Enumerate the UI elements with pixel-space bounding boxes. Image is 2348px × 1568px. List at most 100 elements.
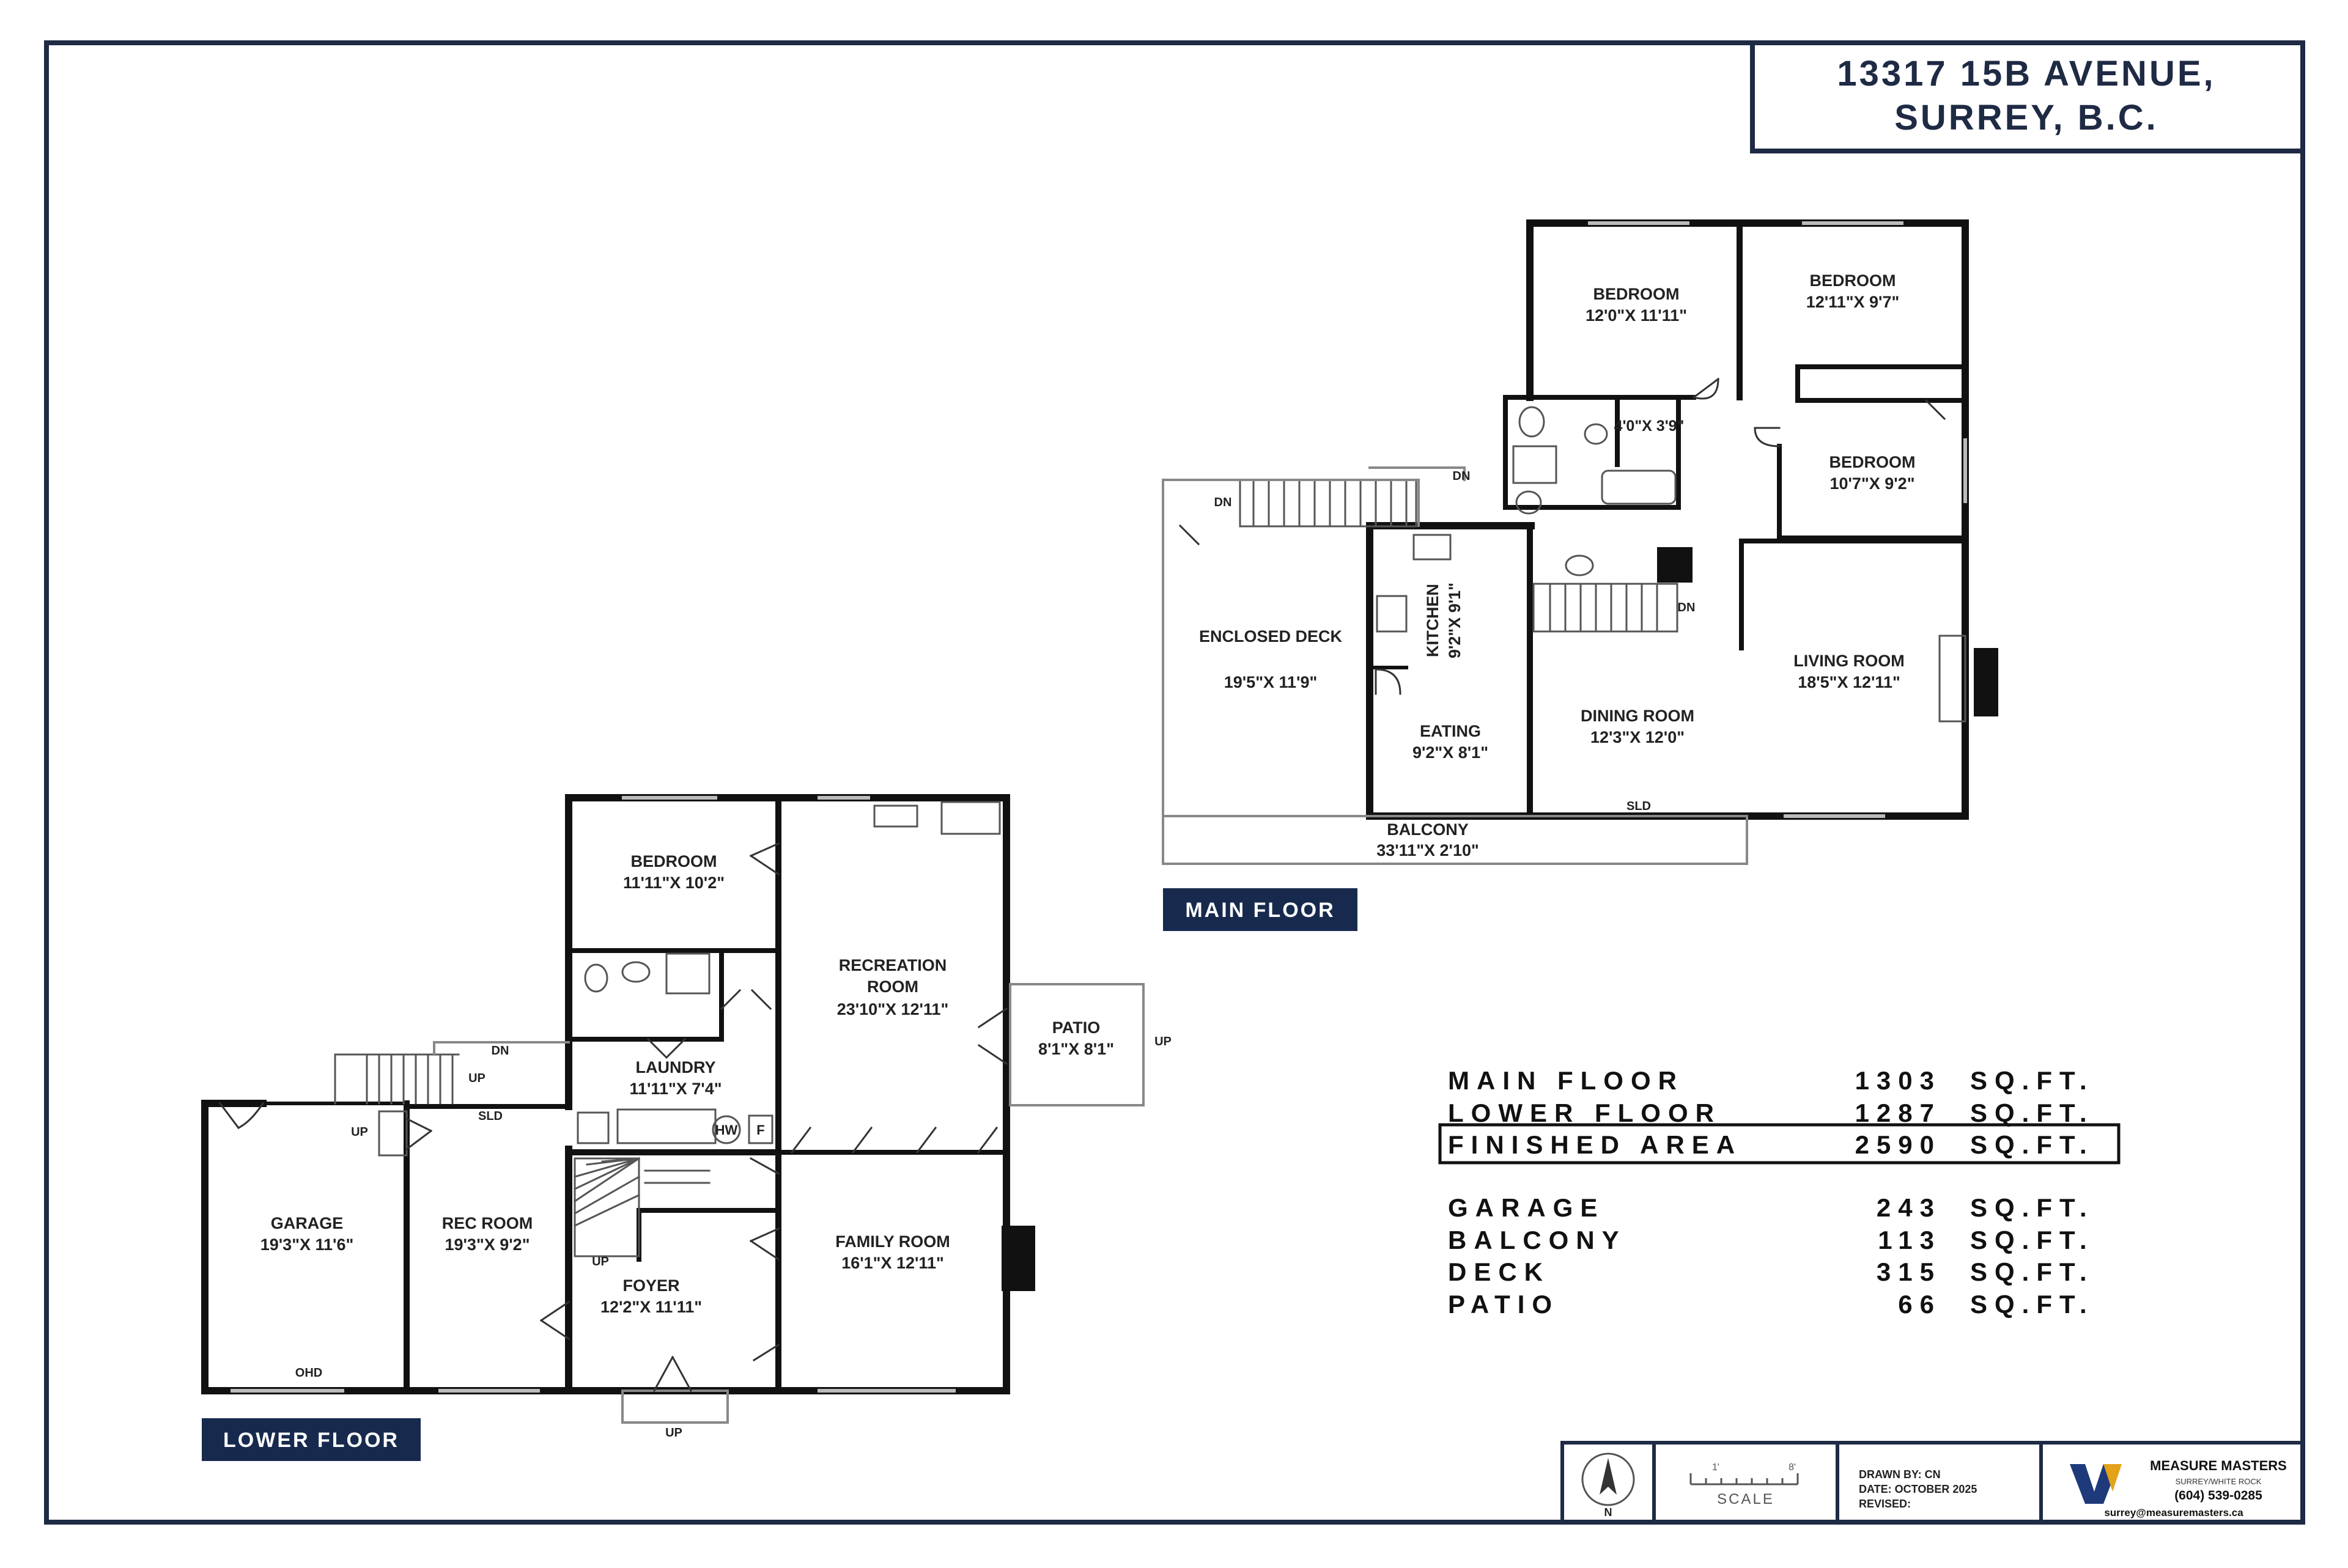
- main-kitchen-sink-box: [1412, 534, 1452, 561]
- lower-bar-sink: [873, 804, 918, 828]
- lower-floor-plan: [201, 794, 1145, 1424]
- lower-furnace: [748, 1114, 773, 1144]
- address-line-1: 13317 15B AVENUE,: [1837, 54, 2215, 94]
- area-row-5-value: 315: [1877, 1257, 1941, 1286]
- main-balcony-outline: [1162, 815, 1748, 865]
- lower-wall-north: [565, 794, 1010, 1394]
- lower-toilet: [584, 963, 608, 993]
- lower-room-recreation-name-2: ROOM: [867, 977, 918, 996]
- finished-area-highlight-box: [1438, 1123, 2121, 1165]
- company-email: surrey@measuremasters.ca: [2104, 1507, 2243, 1518]
- main-chimney-small: [1657, 547, 1693, 583]
- main-room-eating-size: 9'2"X 8'1": [1412, 743, 1488, 762]
- area-row-3-value: 243: [1877, 1193, 1941, 1222]
- main-floor-label: MAIN FLOOR: [1185, 899, 1335, 922]
- lower-hot-water-tank: [712, 1115, 741, 1144]
- main-toilet: [1518, 406, 1545, 438]
- lower-wall-garage: [201, 1100, 572, 1394]
- main-wall-bath: [1503, 395, 1681, 510]
- lower-room-laundry-size: 11'11"X 7'4": [629, 1080, 722, 1098]
- main-room-bedroom-2-name: BEDROOM: [1810, 271, 1896, 290]
- main-room-closet-size: 4'0"X 3'9": [1614, 418, 1685, 435]
- sheet-border: [44, 40, 2305, 1525]
- main-fireplace: [1974, 648, 1998, 716]
- area-row-3-unit: SQ.FT.: [1970, 1193, 2094, 1222]
- lower-room-rec-size: 19'3"X 9'2": [445, 1235, 530, 1254]
- main-hearth: [1938, 635, 1966, 723]
- area-row-6-value: 66: [1898, 1290, 1941, 1319]
- main-room-bedroom-1-name: BEDROOM: [1593, 285, 1680, 303]
- lower-room-garage-size: 19'3"X 11'6": [260, 1235, 354, 1254]
- area-row-0-label: MAIN FLOOR: [1448, 1066, 1684, 1095]
- main-floor-label-badge: MAIN FLOOR: [1163, 888, 1357, 931]
- main-room-balcony-size: 33'11"X 2'10": [1376, 841, 1479, 859]
- lower-stairs-exterior: [334, 1053, 460, 1157]
- main-kitchen-sink: [1565, 554, 1594, 576]
- area-row-5-label: DECK: [1448, 1257, 1550, 1286]
- lower-label-up-1: UP: [468, 1072, 485, 1085]
- company-phone: (604) 539-0285: [2174, 1489, 2262, 1503]
- area-row-2-unit: SQ.FT.: [1970, 1130, 2094, 1159]
- lower-room-garage-name: GARAGE: [271, 1214, 344, 1232]
- lower-room-bedroom-size: 11'11"X 10'2": [623, 874, 725, 892]
- lower-room-patio-name: PATIO: [1052, 1018, 1101, 1037]
- lower-wall-bath: [572, 948, 724, 1042]
- lower-floor-label-bg: [202, 1418, 421, 1461]
- area-row-1-unit: SQ.FT.: [1970, 1099, 2094, 1127]
- main-room-living-size: 18'5"X 12'11": [1798, 673, 1900, 691]
- lower-floor-label-badge: LOWER FLOOR: [202, 1418, 421, 1461]
- address-box-border: [1750, 44, 2300, 153]
- main-room-bedroom-3-name: BEDROOM: [1829, 453, 1916, 471]
- lower-room-family-size: 16'1"X 12'11": [841, 1254, 944, 1272]
- main-door-swings: [1178, 377, 1946, 695]
- area-summary-table: MAIN FLOOR 1303 SQ.FT. LOWER FLOOR 1287 …: [1438, 1066, 2121, 1319]
- scale-tick-left: 1': [1712, 1462, 1719, 1473]
- lower-room-rec-name: REC ROOM: [442, 1214, 533, 1232]
- area-row-0-unit: SQ.FT.: [1970, 1066, 2094, 1095]
- area-row-4-label: BALCONY: [1448, 1226, 1626, 1254]
- scale-label: SCALE: [1717, 1491, 1774, 1507]
- lower-floor-label: LOWER FLOOR: [223, 1429, 399, 1452]
- main-label-dn-3: DN: [1678, 601, 1696, 614]
- main-wall-closet-2: [1795, 364, 1968, 403]
- title-block: N 1' 8' SCALE DRAWN BY: CN DATE: OCTOBER…: [1560, 1441, 2300, 1522]
- lower-label-ohd: OHD: [295, 1366, 322, 1380]
- main-room-kitchen-name: KITCHEN: [1423, 584, 1442, 657]
- main-room-deck-size: 19'5"X 11'9": [1224, 673, 1318, 691]
- drawn-date: DATE: OCTOBER 2025: [1859, 1483, 1977, 1495]
- lower-room-laundry-name: LAUNDRY: [636, 1058, 716, 1077]
- main-room-dining-name: DINING ROOM: [1581, 707, 1694, 725]
- lower-room-family-name: FAMILY ROOM: [835, 1232, 950, 1251]
- main-enclosed-deck-outline: [1162, 479, 1420, 817]
- company-logo-icon: [2070, 1464, 2122, 1504]
- lower-landing-outline: [433, 1041, 570, 1056]
- area-row-5-unit: SQ.FT.: [1970, 1257, 2094, 1286]
- lower-entry-step: [621, 1389, 729, 1424]
- main-floor-plan: [1162, 219, 1998, 865]
- lower-label-up-3: UP: [592, 1255, 609, 1268]
- main-wall-bed3: [1777, 444, 1968, 540]
- lower-bar-counter: [940, 801, 1001, 835]
- main-room-living-name: LIVING ROOM: [1793, 652, 1905, 670]
- lower-label-f: F: [756, 1122, 764, 1138]
- area-row-2-value: 2590: [1855, 1130, 1941, 1159]
- lower-label-up-4: UP: [665, 1426, 682, 1440]
- lower-room-recreation-size: 23'10"X 12'11": [837, 1000, 949, 1018]
- lower-room-patio-size: 8'1"X 8'1": [1038, 1040, 1114, 1058]
- address-line-2: SURREY, B.C.: [1894, 98, 2158, 138]
- main-room-bedroom-2-size: 12'11"X 9'7": [1806, 293, 1900, 311]
- main-room-bedroom-3-size: 10'7"X 9'2": [1829, 474, 1914, 493]
- area-row-2-label: FINISHED AREA: [1448, 1130, 1742, 1159]
- main-toilet-2: [1515, 490, 1542, 515]
- area-row-3-label: GARAGE: [1448, 1193, 1604, 1222]
- area-row-1-value: 1287: [1855, 1099, 1941, 1127]
- main-floor-label-bg: [1163, 888, 1357, 931]
- lower-laundry-counter: [616, 1108, 717, 1144]
- lower-sink: [621, 961, 651, 983]
- lower-label-up-2: UP: [351, 1125, 368, 1139]
- main-floor-labels: BEDROOM 12'0"X 11'11" BEDROOM 12'11"X 9'…: [1199, 271, 1916, 859]
- lower-door-swings: [218, 842, 1008, 1393]
- title-block-border: [1560, 1441, 2300, 1522]
- scale-tick-right: 8': [1789, 1462, 1796, 1473]
